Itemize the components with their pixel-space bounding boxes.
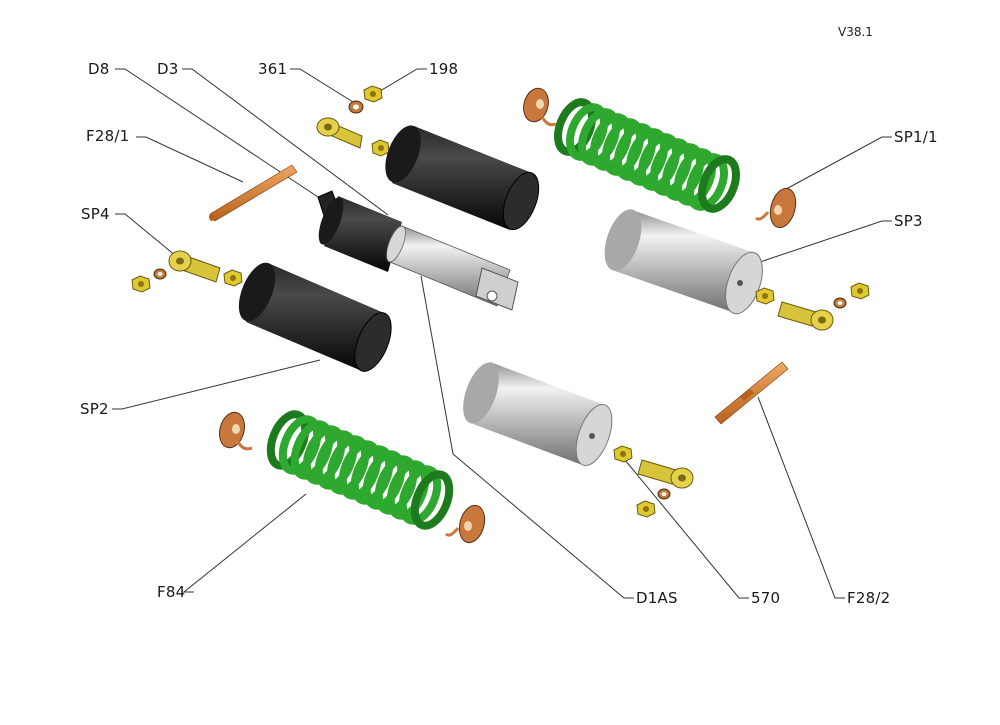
black-sleeve-top	[385, 125, 540, 231]
version-label: V38.1	[838, 25, 873, 39]
rod-end-eye-lower	[637, 459, 694, 489]
black-sleeve-sp2	[238, 262, 392, 372]
rod-end-eye-sp4	[168, 250, 221, 283]
leader-sp3	[759, 220, 892, 263]
steel-cylinder-sp3	[604, 209, 763, 315]
leader-361	[290, 68, 354, 103]
leader-198	[374, 68, 427, 95]
spring-seat-f84-right	[444, 504, 486, 544]
callout-198: 198	[429, 60, 459, 78]
hardware-top-left	[316, 85, 390, 157]
leader-lines	[112, 68, 892, 599]
callout-f28-1: F28/1	[86, 127, 130, 145]
leader-d8	[115, 68, 319, 198]
rod-end-eye-right	[777, 301, 834, 331]
rod-end-eye-top	[316, 117, 363, 149]
leader-sp2	[112, 359, 321, 410]
callout-f28-2: F28/2	[847, 589, 891, 607]
spring-seat-sp1-1	[754, 187, 797, 229]
rod-f28-1	[209, 164, 298, 222]
leader-f84	[182, 493, 307, 593]
callout-d1as: D1AS	[636, 589, 678, 607]
hardware-left	[131, 250, 243, 293]
leader-sp1-1	[776, 136, 892, 195]
hardware-right	[755, 282, 870, 331]
callout-f84: F84	[157, 583, 186, 601]
callout-sp1-1: SP1/1	[894, 128, 938, 146]
callout-d3: D3	[157, 60, 179, 78]
hardware-lower	[613, 445, 694, 518]
callout-sp3: SP3	[894, 212, 923, 230]
callout-d8: D8	[88, 60, 110, 78]
spring-top	[554, 98, 740, 213]
spring-f84	[266, 410, 454, 530]
leader-f28-1	[136, 136, 244, 183]
leader-f28-2	[757, 396, 845, 599]
main-actuator	[317, 190, 519, 311]
spring-seat-top-left	[523, 87, 557, 127]
leader-570	[624, 459, 749, 599]
callout-sp2: SP2	[80, 400, 109, 418]
steel-cylinder-lower	[463, 362, 613, 467]
spring-seat-f84-left	[219, 411, 253, 451]
callout-361: 361	[258, 60, 288, 78]
callout-sp4: SP4	[81, 205, 110, 223]
callout-570: 570	[751, 589, 781, 607]
leader-d3	[182, 68, 389, 216]
leader-d1as	[420, 275, 634, 599]
leader-sp4	[115, 213, 177, 257]
rod-f28-2	[714, 361, 789, 425]
